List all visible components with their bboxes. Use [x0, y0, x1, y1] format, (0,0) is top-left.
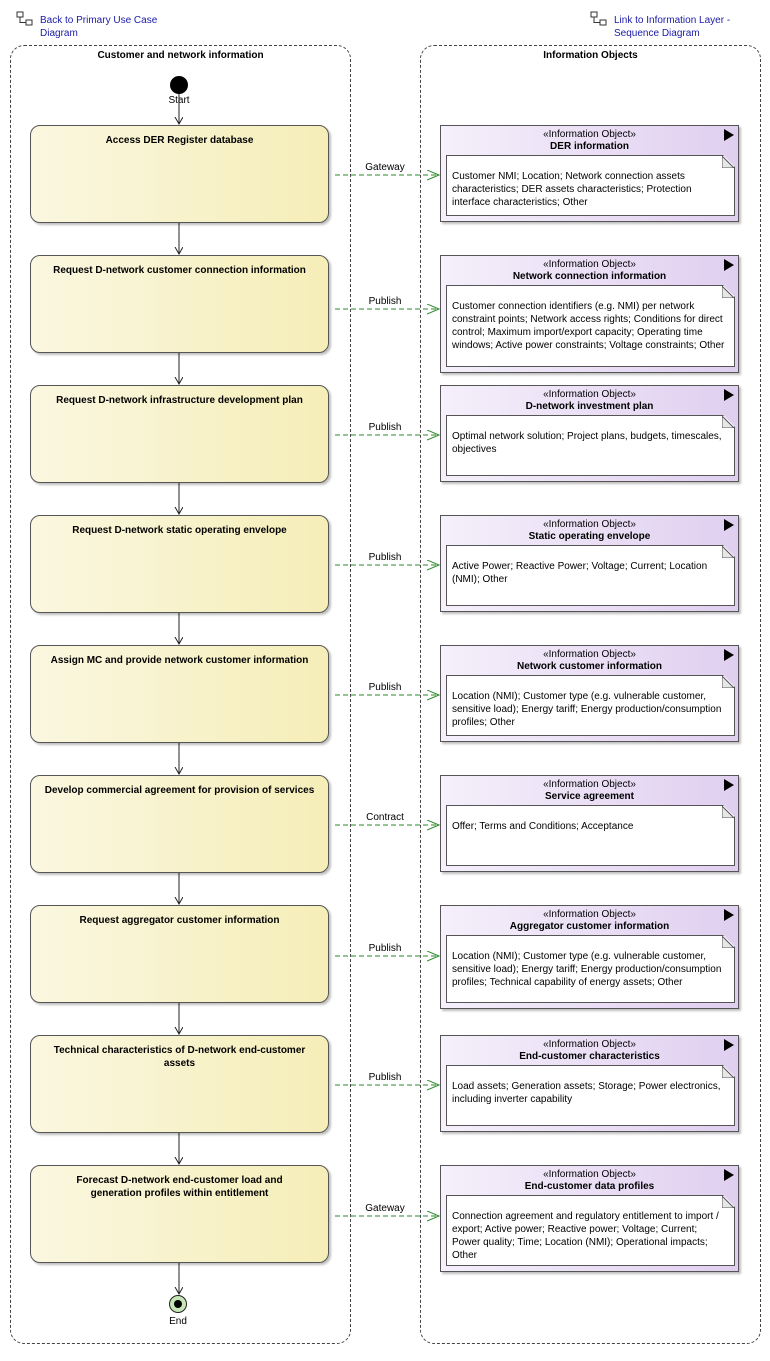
object-attributes-note: Load assets; Generation assets; Storage;… — [446, 1065, 735, 1126]
object-attributes: Customer NMI; Location; Network connecti… — [452, 171, 692, 208]
object-flag-icon — [724, 1039, 734, 1051]
info-object-der-information[interactable]: «Information Object» DER information Cus… — [440, 125, 739, 222]
object-attributes-note: Optimal network solution; Project plans,… — [446, 415, 735, 476]
action-develop-commercial-agreement[interactable]: Develop commercial agreement for provisi… — [30, 775, 329, 873]
note-fold-icon — [722, 416, 734, 428]
back-link-text: Back to Primary Use Case Diagram — [40, 15, 158, 39]
partition-information-objects: Information Objects — [420, 45, 761, 1344]
partition-customer-network-info: Customer and network information — [10, 45, 351, 1344]
initial-node — [170, 76, 188, 94]
object-stereotype: «Information Object» — [543, 389, 636, 400]
info-object-aggregator-customer[interactable]: «Information Object» Aggregator customer… — [440, 905, 739, 1009]
object-attributes-note: Active Power; Reactive Power; Voltage; C… — [446, 545, 735, 606]
object-attributes-note: Location (NMI); Customer type (e.g. vuln… — [446, 935, 735, 1003]
info-object-network-connection[interactable]: «Information Object» Network connection … — [440, 255, 739, 373]
object-attributes-note: Location (NMI); Customer type (e.g. vuln… — [446, 675, 735, 736]
note-fold-icon — [722, 1196, 734, 1208]
object-attributes: Offer; Terms and Conditions; Acceptance — [452, 821, 634, 832]
object-stereotype: «Information Object» — [543, 129, 636, 140]
object-name: Static operating envelope — [528, 531, 651, 542]
object-stereotype: «Information Object» — [543, 1039, 636, 1050]
action-request-static-envelope[interactable]: Request D-network static operating envel… — [30, 515, 329, 613]
object-stereotype: «Information Object» — [543, 259, 636, 270]
object-flag-icon — [724, 389, 734, 401]
object-name: Aggregator customer information — [509, 921, 670, 932]
info-object-network-customer[interactable]: «Information Object» Network customer in… — [440, 645, 739, 742]
flow-label: Contract — [366, 812, 404, 823]
object-stereotype: «Information Object» — [543, 519, 636, 530]
object-flag-icon — [724, 779, 734, 791]
forward-link-text: Link to Information Layer - Sequence Dia… — [614, 15, 731, 39]
object-attributes: Connection agreement and regulatory enti… — [452, 1211, 719, 1261]
object-name: End-customer characteristics — [519, 1051, 660, 1062]
link-to-information-layer[interactable]: Link to Information Layer - Sequence Dia… — [590, 11, 730, 40]
flow-label: Publish — [368, 296, 402, 307]
note-fold-icon — [722, 676, 734, 688]
diagram-link-icon — [590, 11, 607, 26]
flow-label: Gateway — [365, 1203, 405, 1214]
partition-title: Information Objects — [543, 50, 638, 61]
object-stereotype: «Information Object» — [543, 909, 636, 920]
object-name: Service agreement — [545, 791, 634, 802]
object-attributes-note: Connection agreement and regulatory enti… — [446, 1195, 735, 1266]
action-request-development-plan[interactable]: Request D-network infrastructure develop… — [30, 385, 329, 483]
note-fold-icon — [722, 1066, 734, 1078]
flow-label: Publish — [368, 943, 402, 954]
object-stereotype: «Information Object» — [543, 779, 636, 790]
flow-label: Publish — [368, 682, 402, 693]
object-stereotype: «Information Object» — [543, 1169, 636, 1180]
info-object-static-envelope[interactable]: «Information Object» Static operating en… — [440, 515, 739, 612]
back-to-primary-use-case-link[interactable]: Back to Primary Use Case Diagram — [16, 11, 157, 40]
object-attributes: Load assets; Generation assets; Storage;… — [452, 1081, 721, 1105]
flow-label: Publish — [368, 552, 402, 563]
flow-label: Gateway — [365, 162, 405, 173]
object-name: Network customer information — [516, 661, 663, 672]
end-label: End — [169, 1316, 187, 1327]
object-attributes: Location (NMI); Customer type (e.g. vuln… — [452, 691, 722, 728]
object-flag-icon — [724, 1169, 734, 1181]
action-request-aggregator-info[interactable]: Request aggregator customer information — [30, 905, 329, 1003]
action-technical-characteristics[interactable]: Technical characteristics of D-network e… — [30, 1035, 329, 1133]
action-access-der-register[interactable]: Access DER Register database — [30, 125, 329, 223]
object-flag-icon — [724, 519, 734, 531]
action-forecast-profiles[interactable]: Forecast D-network end-customer load and… — [30, 1165, 329, 1263]
object-attributes-note: Offer; Terms and Conditions; Acceptance — [446, 805, 735, 866]
object-attributes-note: Customer connection identifiers (e.g. NM… — [446, 285, 735, 367]
action-request-connection-info[interactable]: Request D-network customer connection in… — [30, 255, 329, 353]
object-flag-icon — [724, 259, 734, 271]
flow-label: Publish — [368, 422, 402, 433]
info-object-investment-plan[interactable]: «Information Object» D-network investmen… — [440, 385, 739, 482]
note-fold-icon — [722, 156, 734, 168]
object-attributes-note: Customer NMI; Location; Network connecti… — [446, 155, 735, 216]
final-node — [169, 1295, 187, 1313]
info-object-end-customer-data-profiles[interactable]: «Information Object» End-customer data p… — [440, 1165, 739, 1272]
note-fold-icon — [722, 286, 734, 298]
object-attributes: Optimal network solution; Project plans,… — [452, 431, 722, 455]
action-assign-mc[interactable]: Assign MC and provide network customer i… — [30, 645, 329, 743]
object-flag-icon — [724, 909, 734, 921]
object-stereotype: «Information Object» — [543, 649, 636, 660]
object-name: End-customer data profiles — [524, 1181, 655, 1192]
object-name: D-network investment plan — [525, 401, 654, 412]
flow-label: Publish — [368, 1072, 402, 1083]
object-attributes: Active Power; Reactive Power; Voltage; C… — [452, 561, 708, 585]
info-object-service-agreement[interactable]: «Information Object» Service agreement O… — [440, 775, 739, 872]
note-fold-icon — [722, 546, 734, 558]
start-label: Start — [168, 95, 190, 106]
object-flag-icon — [724, 129, 734, 141]
object-name: DER information — [550, 141, 629, 152]
info-object-end-customer-characteristics[interactable]: «Information Object» End-customer charac… — [440, 1035, 739, 1132]
object-attributes: Location (NMI); Customer type (e.g. vuln… — [452, 951, 722, 988]
object-attributes: Customer connection identifiers (e.g. NM… — [452, 301, 725, 351]
object-flag-icon — [724, 649, 734, 661]
note-fold-icon — [722, 806, 734, 818]
diagram-link-icon — [16, 11, 33, 26]
note-fold-icon — [722, 936, 734, 948]
partition-title: Customer and network information — [97, 50, 264, 61]
object-name: Network connection information — [512, 271, 667, 282]
